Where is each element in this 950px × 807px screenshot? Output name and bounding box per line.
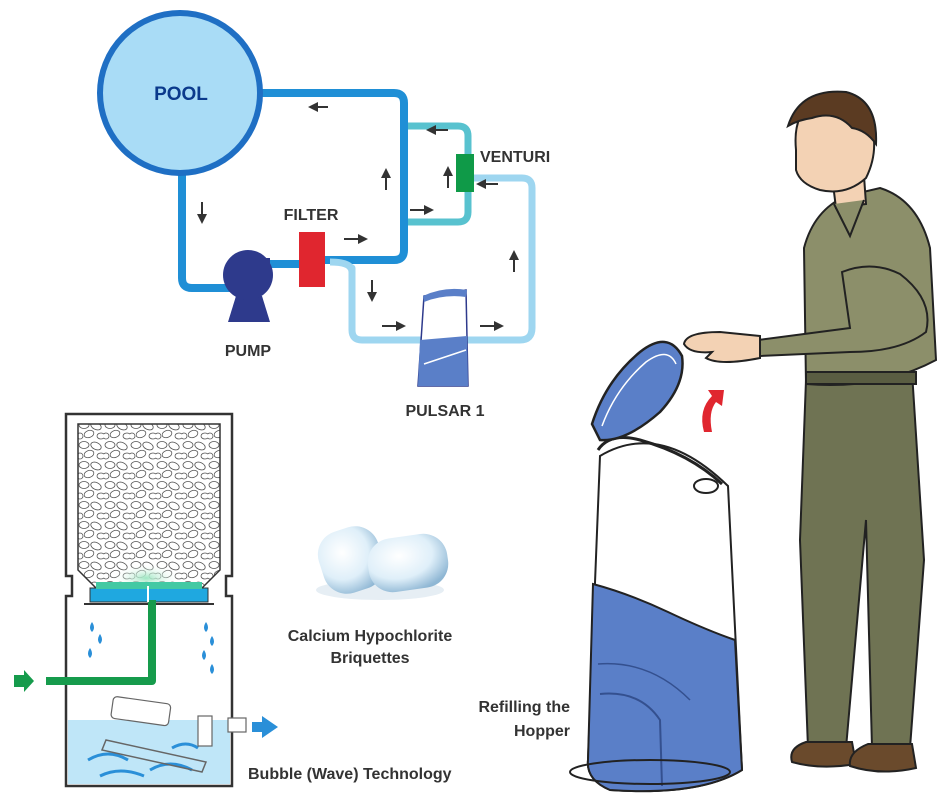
briquettes-image	[316, 526, 449, 600]
inlet-pipe	[46, 600, 156, 685]
flow-arrows	[197, 102, 519, 331]
unit-body-blue	[586, 582, 744, 793]
man-illustration	[682, 90, 938, 773]
venturi-label: VENTURI	[480, 149, 550, 166]
arm	[756, 265, 929, 358]
pump	[223, 250, 273, 322]
pump-label: PUMP	[225, 343, 272, 360]
refill-label-1: Refilling the	[478, 699, 570, 716]
briquettes-label-2: Briquettes	[330, 650, 409, 667]
shoe	[848, 743, 918, 773]
outlet-arrow-icon	[252, 716, 278, 738]
feeder-loop-pipe	[348, 174, 536, 344]
hopper-cutaway	[14, 412, 278, 788]
pulsar-feeder-icon	[417, 288, 469, 387]
bubble-label: Bubble (Wave) Technology	[248, 766, 452, 783]
refill-arrow-icon	[702, 390, 724, 432]
trousers	[798, 370, 926, 749]
filter-to-feeder-pipe	[329, 258, 356, 273]
filter-label: FILTER	[284, 207, 339, 224]
pulsar-label: PULSAR 1	[405, 403, 484, 420]
briquettes-label-1: Calcium Hypochlorite	[288, 628, 453, 645]
main-loop-pipe	[254, 89, 408, 264]
plumbing-schematic: POOL PUMP FILTER VENTURI PULSAR 1	[97, 10, 550, 420]
shoe	[790, 741, 858, 768]
hair	[786, 90, 878, 147]
refill-label-2: Hopper	[514, 723, 570, 740]
unit-lid	[590, 340, 684, 442]
pool-label: POOL	[154, 84, 208, 105]
filter	[299, 232, 325, 287]
main-return-pipe	[178, 161, 240, 292]
wave-tray	[100, 739, 208, 773]
pool	[97, 10, 263, 176]
venturi	[456, 154, 474, 192]
pulsar-unit	[569, 340, 744, 793]
hand	[682, 330, 761, 363]
water-drips	[88, 622, 214, 674]
inlet-arrow-icon	[14, 670, 34, 692]
